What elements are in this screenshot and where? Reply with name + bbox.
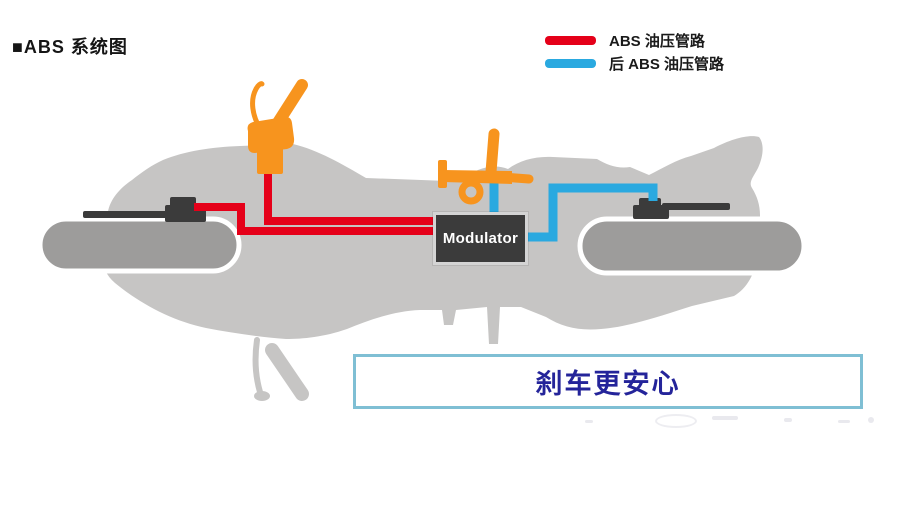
legend-label: 后 ABS 油压管路	[609, 56, 725, 73]
abs-modulator-unit: Modulator	[433, 212, 528, 265]
rear-brake-caliper	[633, 205, 669, 219]
rear-abs-line-modulator-to-caliper	[524, 183, 658, 242]
front-brake-cable	[250, 81, 265, 133]
rear-footpeg	[497, 172, 534, 184]
rear-brake-pedal	[438, 128, 534, 205]
rear-wheel	[577, 216, 807, 276]
side-stand-foot	[254, 391, 270, 401]
legend-item-rear-abs: 后 ABS 油压管路	[545, 54, 724, 73]
watermark-smudge	[655, 414, 697, 428]
footpeg-bracket	[265, 343, 309, 401]
front-brake-lever	[247, 79, 308, 174]
watermark-smudge	[784, 418, 792, 422]
legend-item-front-abs: ABS 油压管路	[545, 31, 724, 50]
front-abs-line-swatch	[545, 36, 596, 45]
side-stand	[252, 337, 263, 395]
rear-brake-disc-bar	[662, 203, 730, 210]
watermark-smudge	[585, 420, 593, 423]
front-abs-line-lever-to-modulator	[264, 166, 445, 225]
front-master-cylinder	[247, 116, 295, 153]
front-brake-disc-bar	[83, 211, 178, 218]
rear-pedal-pivot-ring	[458, 179, 484, 205]
legend: ABS 油压管路 后 ABS 油压管路	[545, 31, 724, 77]
watermark-smudge	[868, 417, 874, 423]
watermark-smudge	[838, 420, 850, 423]
watermark-smudge	[712, 416, 738, 420]
rear-pedal-lever	[485, 128, 500, 178]
front-lever-stem	[257, 147, 283, 174]
message-box: 刹车更安心	[353, 354, 863, 409]
page-title: ■ABS 系统图	[12, 37, 128, 57]
modulator-label: Modulator	[442, 230, 519, 247]
front-wheel	[37, 216, 242, 274]
rear-abs-line-swatch	[545, 59, 596, 68]
legend-label: ABS 油压管路	[609, 33, 705, 50]
rear-pedal-arm	[443, 170, 512, 184]
front-abs-line-caliper-to-modulator	[194, 203, 445, 235]
message-text: 刹车更安心	[535, 369, 681, 399]
